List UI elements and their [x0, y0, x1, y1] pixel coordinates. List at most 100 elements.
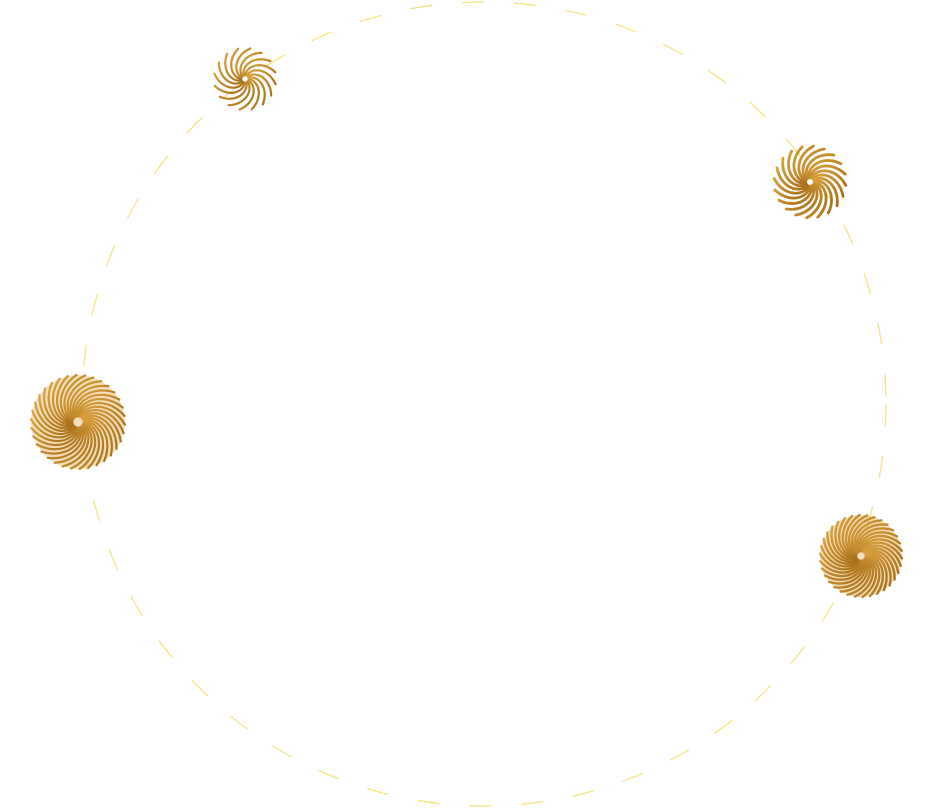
spiral-arm	[801, 147, 826, 181]
spiral-top-left-icon[interactable]	[213, 47, 277, 111]
spiral-arm	[218, 81, 248, 100]
spiral-arm	[863, 549, 896, 581]
spiral-arm	[43, 387, 75, 428]
spiral-arm	[82, 420, 101, 469]
spiral-arm	[805, 181, 823, 220]
spiral-arm	[29, 418, 78, 439]
spiral-arm	[77, 401, 126, 418]
spiral-top-right-icon[interactable]	[772, 144, 848, 220]
spiral-arm	[75, 393, 121, 418]
spiral-arm	[861, 544, 903, 567]
spiral-arm	[834, 520, 858, 560]
spiral-arm	[59, 373, 78, 423]
spiral-arm	[794, 183, 819, 217]
spiral-left-icon[interactable]	[29, 373, 127, 471]
spiral-arm	[809, 169, 848, 187]
spiral-arm	[826, 531, 859, 563]
spiral-arm	[792, 145, 808, 184]
spiral-arm	[859, 534, 902, 553]
spiral-arm	[808, 164, 847, 180]
spiral-arm	[213, 81, 247, 94]
spiral-arm	[812, 176, 839, 208]
spiral-arm	[227, 80, 251, 107]
spiral-arm	[807, 159, 843, 180]
spiral-arm	[855, 523, 889, 554]
spiral-arm	[804, 153, 836, 180]
spiral-arm	[81, 416, 113, 457]
spiral-arm	[862, 546, 900, 575]
spiral-arm	[78, 405, 127, 426]
spiral-arm	[247, 77, 260, 111]
spiral-arm	[247, 76, 266, 106]
spiral-arm	[242, 58, 272, 77]
spiral-arm	[781, 156, 808, 188]
spiral-arm	[51, 377, 74, 425]
spiral-arm	[80, 411, 122, 443]
spiral-arm	[811, 173, 845, 198]
spiral-arm	[34, 401, 76, 433]
spiral-arm	[861, 541, 904, 560]
spiral-arm	[239, 51, 263, 78]
spiral-arm	[773, 184, 812, 200]
spiral-arm	[784, 184, 816, 211]
spiral-arm	[40, 425, 83, 455]
spiral-arm	[69, 422, 93, 470]
spiral-arm	[822, 537, 860, 566]
spiral-arm	[76, 397, 124, 418]
spiral-arm	[69, 380, 103, 420]
spiral-arm	[775, 166, 809, 191]
spiral-arm	[61, 423, 90, 468]
spiral-arm	[818, 552, 861, 571]
spiral-arm	[847, 514, 869, 556]
spiral-arm	[79, 408, 125, 435]
spiral-arm	[857, 527, 895, 553]
spiral-arm	[78, 421, 97, 471]
spiral-arm	[823, 559, 864, 581]
spiral-arm	[81, 414, 118, 451]
spiral-arm	[787, 149, 808, 185]
spiral-arm	[35, 426, 81, 451]
spiral-arm	[864, 553, 885, 595]
spiral-arm	[82, 418, 109, 463]
spiral-arm	[66, 376, 95, 421]
spiral-arm	[55, 375, 74, 424]
spiral-arm	[863, 551, 892, 587]
orbit-ring	[81, 1, 887, 807]
spiral-arm	[858, 531, 899, 553]
spiral-arm	[38, 393, 75, 430]
spiral-arm	[864, 552, 888, 592]
spiral-arm	[46, 425, 85, 460]
spiral-arm	[860, 538, 903, 553]
spiral-arm	[827, 559, 865, 585]
spiral-arm	[73, 389, 116, 419]
spiral-arm	[820, 559, 863, 578]
spiral-arm	[238, 79, 255, 111]
spiral-arm	[63, 374, 87, 422]
spiral-arm	[217, 61, 244, 85]
spiral-arm	[235, 47, 252, 79]
spiral-arm	[213, 72, 245, 89]
spiral-arm	[32, 426, 80, 447]
spiral-arm	[71, 384, 110, 419]
spiral-arm	[812, 179, 833, 215]
spiral-arm	[245, 69, 277, 86]
spiral-arm	[844, 513, 861, 557]
spiral-arm	[853, 519, 883, 554]
spiral-arm	[864, 554, 881, 598]
spiral-arm	[812, 180, 828, 219]
spiral-arm	[861, 555, 878, 599]
spiral-arm	[819, 545, 861, 568]
spiral-arm	[230, 47, 243, 81]
spiral-arm	[243, 64, 277, 77]
spiral-arm	[47, 381, 74, 426]
spiral-arm	[777, 184, 813, 205]
spiral-bottom-right-icon[interactable]	[818, 513, 904, 599]
spiral-arm	[841, 514, 858, 558]
spiral-arm	[772, 177, 811, 195]
spiral-arm	[837, 517, 858, 559]
spiral-arm	[846, 557, 872, 596]
spiral-arm	[224, 52, 243, 82]
spiral-arm	[246, 73, 273, 97]
spiral-arm	[850, 516, 876, 555]
